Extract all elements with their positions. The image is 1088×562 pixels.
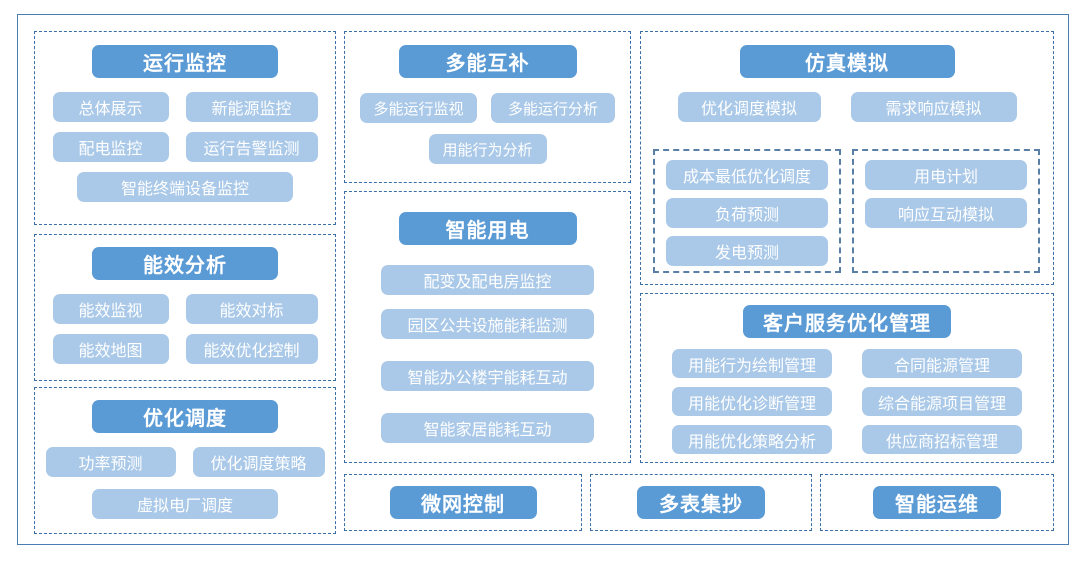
group-title-simulation[interactable]: 仿真模拟 (739, 45, 955, 78)
item-optimal-dispatch-strategy[interactable]: 优化调度策略 (192, 447, 325, 477)
item-energy-optimization-strategy-analysis[interactable]: 用能优化策略分析 (672, 425, 832, 454)
item-load-forecast[interactable]: 负荷预测 (666, 198, 828, 228)
group-simulation[interactable]: 仿真模拟 优化调度模拟 需求响应模拟 成本最低优化调度 负荷预测 发电预测 用电… (640, 31, 1054, 285)
group-multi-meter-reading[interactable]: 多表集抄 (590, 474, 812, 531)
item-power-forecast[interactable]: 功率预测 (45, 447, 176, 477)
group-title-customer-service-optimization[interactable]: 客户服务优化管理 (743, 305, 951, 338)
item-electricity-usage-plan[interactable]: 用电计划 (865, 160, 1027, 190)
item-energy-behavior-mapping-management[interactable]: 用能行为绘制管理 (672, 349, 832, 378)
item-contract-energy-management[interactable]: 合同能源管理 (862, 349, 1022, 378)
item-energy-usage-behavior-analysis[interactable]: 用能行为分析 (428, 134, 547, 164)
item-smart-home-energy-interaction[interactable]: 智能家居能耗互动 (381, 413, 594, 443)
item-overall-display[interactable]: 总体展示 (52, 92, 169, 122)
group-energy-efficiency[interactable]: 能效分析 能效监视 能效对标 能效地图 能效优化控制 (34, 234, 336, 381)
group-microgrid-control[interactable]: 微网控制 (344, 474, 582, 531)
item-integrated-energy-project-management[interactable]: 综合能源项目管理 (862, 387, 1022, 416)
group-optimal-dispatch[interactable]: 优化调度 功率预测 优化调度策略 虚拟电厂调度 (34, 387, 336, 534)
group-title-smart-electricity[interactable]: 智能用电 (398, 212, 577, 245)
group-title-multi-energy-complementary[interactable]: 多能互补 (398, 45, 577, 78)
subgroup-simulation-demand-side[interactable]: 用电计划 响应互动模拟 (852, 149, 1040, 273)
group-smart-operation-maintenance[interactable]: 智能运维 (820, 474, 1054, 531)
item-smart-office-building-energy-interaction[interactable]: 智能办公楼宇能耗互动 (381, 361, 594, 391)
item-optimal-dispatch-simulation[interactable]: 优化调度模拟 (677, 92, 821, 122)
architecture-diagram-page: 运行监控 总体展示 新能源监控 配电监控 运行告警监测 智能终端设备监控 能效分… (17, 14, 1069, 545)
group-title-multi-meter-reading[interactable]: 多表集抄 (637, 486, 765, 519)
group-customer-service-optimization[interactable]: 客户服务优化管理 用能行为绘制管理 合同能源管理 用能优化诊断管理 综合能源项目… (640, 293, 1054, 463)
item-efficiency-monitoring[interactable]: 能效监视 (52, 294, 169, 324)
item-operation-alarm-monitoring[interactable]: 运行告警监测 (185, 132, 318, 162)
group-title-microgrid-control[interactable]: 微网控制 (389, 486, 537, 519)
item-virtual-power-plant-dispatch[interactable]: 虚拟电厂调度 (92, 489, 278, 519)
group-smart-electricity[interactable]: 智能用电 配变及配电房监控 园区公共设施能耗监测 智能办公楼宇能耗互动 智能家居… (344, 191, 631, 463)
group-operation-monitoring[interactable]: 运行监控 总体展示 新能源监控 配电监控 运行告警监测 智能终端设备监控 (34, 31, 336, 225)
item-efficiency-optimization-control[interactable]: 能效优化控制 (185, 334, 318, 364)
item-generation-forecast[interactable]: 发电预测 (666, 236, 828, 266)
item-multi-energy-operation-monitoring[interactable]: 多能运行监视 (360, 93, 477, 123)
group-title-optimal-dispatch[interactable]: 优化调度 (92, 400, 278, 433)
item-park-public-facility-energy-monitoring[interactable]: 园区公共设施能耗监测 (381, 309, 594, 339)
group-multi-energy-complementary[interactable]: 多能互补 多能运行监视 多能运行分析 用能行为分析 (344, 31, 631, 183)
item-smart-terminal-device-monitoring[interactable]: 智能终端设备监控 (77, 172, 293, 202)
item-efficiency-map[interactable]: 能效地图 (52, 334, 169, 364)
item-multi-energy-operation-analysis[interactable]: 多能运行分析 (491, 93, 615, 123)
item-efficiency-benchmarking[interactable]: 能效对标 (185, 294, 318, 324)
group-title-smart-operation-maintenance[interactable]: 智能运维 (873, 486, 1001, 519)
item-lowest-cost-optimal-dispatch[interactable]: 成本最低优化调度 (666, 160, 828, 190)
item-response-interaction-simulation[interactable]: 响应互动模拟 (865, 198, 1027, 228)
group-title-energy-efficiency[interactable]: 能效分析 (92, 247, 278, 280)
item-demand-response-simulation[interactable]: 需求响应模拟 (850, 92, 1017, 122)
item-new-energy-monitoring[interactable]: 新能源监控 (185, 92, 318, 122)
group-title-operation-monitoring[interactable]: 运行监控 (92, 45, 278, 78)
item-energy-optimization-diagnosis-management[interactable]: 用能优化诊断管理 (672, 387, 832, 416)
subgroup-simulation-supply-side[interactable]: 成本最低优化调度 负荷预测 发电预测 (653, 149, 841, 273)
item-supplier-bidding-management[interactable]: 供应商招标管理 (862, 425, 1022, 454)
item-transformer-and-substation-monitoring[interactable]: 配变及配电房监控 (381, 265, 594, 295)
item-distribution-monitoring[interactable]: 配电监控 (52, 132, 169, 162)
